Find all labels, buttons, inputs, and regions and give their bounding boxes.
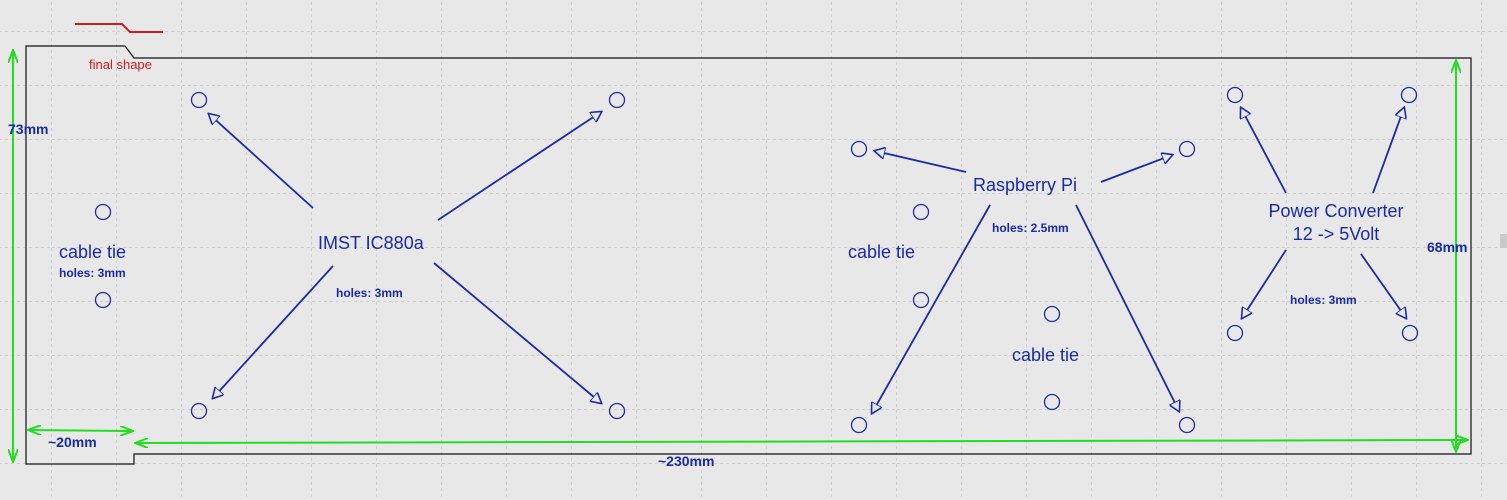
label-imst: IMST IC880a: [318, 233, 425, 253]
legend-shape-line: [75, 23, 163, 33]
hole-rpi-bottom-left: [850, 416, 868, 434]
label-cable-tie-bottom: cable tie: [1012, 345, 1079, 365]
width-dimension-total: [135, 440, 1468, 443]
arrow-imst-to-bottom-left: [213, 265, 334, 398]
label-holes-left: holes: 3mm: [59, 266, 126, 280]
arrow-power-to-bottom-right: [1360, 253, 1406, 318]
width-dimension-step: [28, 430, 133, 431]
arrow-power-to-bottom-left: [1242, 249, 1287, 318]
hole-cable-tie-bottom-top: [1043, 305, 1061, 323]
arrow-rpi-to-top-right: [1100, 155, 1172, 183]
arrow-rpi-to-bottom-right: [1075, 204, 1179, 411]
hole-power-top-right: [1400, 86, 1418, 104]
width-label-step: ~20mm: [48, 434, 97, 450]
arrow-imst-to-top-left: [209, 114, 314, 209]
hole-cable-tie-mid-top: [912, 203, 930, 221]
arrow-power-to-top-left: [1241, 108, 1287, 194]
hole-cable-tie-left-bottom: [94, 291, 112, 309]
hole-imst-top-right: [608, 91, 626, 109]
arrow-imst-to-bottom-right: [433, 262, 601, 403]
height-label-right: 68mm: [1427, 239, 1467, 255]
hole-imst-bottom-left: [190, 402, 208, 420]
label-cable-tie-mid: cable tie: [848, 242, 915, 262]
label-cable-tie-left: cable tie: [59, 242, 126, 262]
hole-imst-top-left: [190, 91, 208, 109]
width-label-total: ~230mm: [658, 453, 714, 469]
arrow-rpi-to-bottom-left: [872, 204, 991, 413]
label-power-converter: Power Converter: [1268, 201, 1403, 221]
hole-cable-tie-bottom-bottom: [1043, 393, 1061, 411]
hole-power-top-left: [1226, 86, 1244, 104]
hole-power-bottom-left: [1226, 324, 1244, 342]
arrow-rpi-to-top-left: [875, 151, 967, 173]
hole-imst-bottom-right: [608, 402, 626, 420]
arrow-power-to-top-right: [1372, 108, 1404, 194]
plate-outline: [25, 45, 1472, 465]
scrollbar-stub[interactable]: [1500, 234, 1507, 248]
hole-rpi-top-right: [1178, 140, 1196, 158]
hole-cable-tie-mid-bottom: [912, 291, 930, 309]
label-holes-rpi: holes: 2.5mm: [992, 221, 1069, 235]
legend-label: final shape: [89, 57, 152, 72]
label-holes-power: holes: 3mm: [1290, 293, 1357, 307]
arrow-imst-to-top-right: [437, 112, 601, 221]
label-raspberry-pi: Raspberry Pi: [973, 175, 1077, 195]
height-label-left: 73mm: [8, 121, 48, 137]
hole-cable-tie-left-top: [94, 203, 112, 221]
hole-rpi-top-left: [850, 140, 868, 158]
hole-power-bottom-right: [1401, 324, 1419, 342]
label-holes-imst: holes: 3mm: [336, 286, 403, 300]
label-power-voltage: 12 -> 5Volt: [1293, 224, 1380, 244]
hole-rpi-bottom-right: [1178, 416, 1196, 434]
